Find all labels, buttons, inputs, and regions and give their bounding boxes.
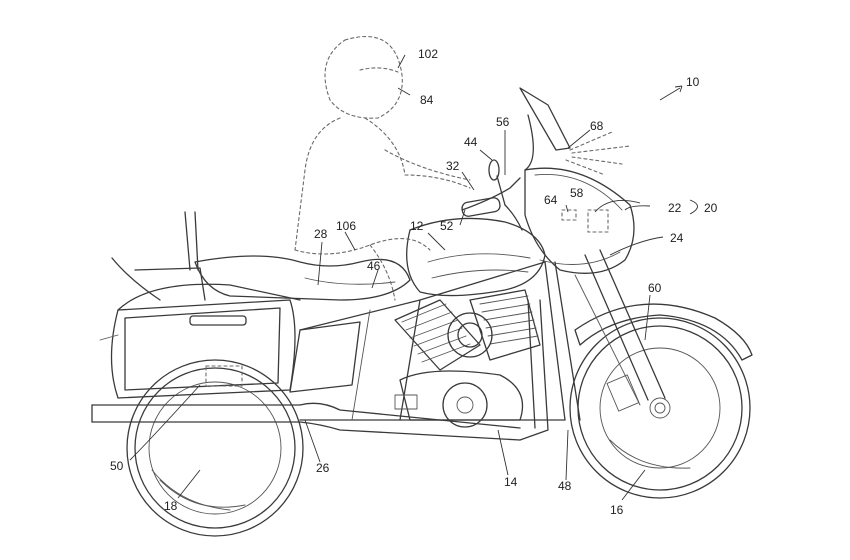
- fairing: [520, 88, 634, 273]
- ref-106: 106: [336, 219, 356, 233]
- ref-10: 10: [686, 75, 700, 89]
- ref-22: 22: [668, 201, 682, 215]
- fairing-modules: [562, 210, 608, 232]
- frame: [300, 262, 580, 420]
- ref-102: 102: [418, 47, 438, 61]
- fuel-tank: [407, 218, 545, 295]
- ref-14: 14: [504, 475, 518, 489]
- front-wheel: [570, 318, 750, 498]
- saddlebag: [100, 300, 295, 398]
- ref-50: 50: [110, 459, 124, 473]
- ref-68: 68: [590, 119, 604, 133]
- rider-phantom: [295, 37, 470, 300]
- headlight-beam: [566, 132, 630, 175]
- ref-44: 44: [464, 135, 478, 149]
- ref-58: 58: [570, 186, 584, 200]
- ref-64: 64: [544, 193, 558, 207]
- ref-52: 52: [440, 219, 454, 233]
- ref-32: 32: [446, 159, 460, 173]
- ref-12: 12: [410, 219, 424, 233]
- exhaust: [92, 300, 548, 440]
- ref-20: 20: [704, 201, 718, 215]
- ref-18: 18: [164, 499, 178, 513]
- ref-46: 46: [367, 259, 381, 273]
- ref-24: 24: [670, 231, 684, 245]
- ref-16: 16: [610, 503, 624, 517]
- rear-fender: [112, 212, 300, 310]
- front-fender: [575, 304, 752, 360]
- side-panel: [290, 322, 360, 392]
- ref-60: 60: [648, 281, 662, 295]
- ref-28: 28: [314, 227, 328, 241]
- ref-84: 84: [420, 93, 434, 107]
- ref-26: 26: [316, 461, 330, 475]
- ref-48: 48: [558, 479, 572, 493]
- reference-labels: 10 102 84 68 44 56 32 58 64 22 20 24 28 …: [110, 47, 718, 517]
- ref-56: 56: [496, 115, 510, 129]
- front-forks: [575, 250, 665, 411]
- engine: [395, 290, 540, 427]
